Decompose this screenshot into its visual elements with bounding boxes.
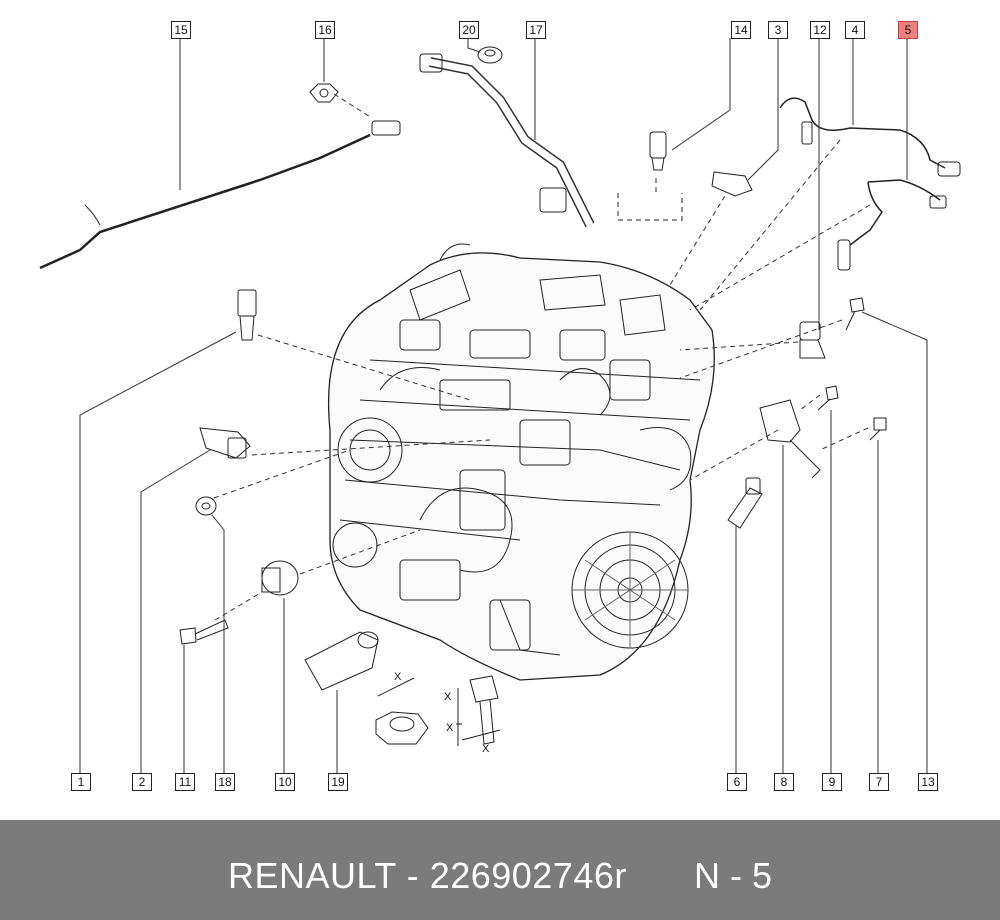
reference-label: N - 5 — [694, 855, 773, 896]
dimension-mark: X — [444, 691, 452, 703]
sensor-12 — [799, 321, 826, 359]
sensor-2 — [199, 427, 251, 459]
oxygen-sensor-5 — [837, 179, 947, 271]
callout-12[interactable]: 12 — [810, 21, 830, 39]
grommet-20 — [477, 46, 503, 64]
assembly-lines — [213, 93, 871, 621]
sensor-1 — [237, 289, 257, 341]
sensor-6 — [727, 477, 763, 529]
pressure-switch-19 — [304, 631, 379, 691]
sensor-14 — [617, 131, 683, 221]
engine-illustration — [327, 243, 715, 681]
callout-11[interactable]: 11 — [175, 773, 195, 791]
callout-20[interactable]: 20 — [459, 21, 479, 39]
dimension-mark: X — [482, 743, 490, 755]
nut-18 — [195, 496, 217, 516]
leader-lines — [79, 38, 928, 780]
bolt-13 — [845, 297, 865, 331]
callout-14[interactable]: 14 — [731, 21, 751, 39]
sensor-3 — [711, 171, 753, 197]
callout-1[interactable]: 1 — [71, 773, 91, 791]
callout-17[interactable]: 17 — [526, 21, 546, 39]
callout-3[interactable]: 3 — [768, 21, 788, 39]
callout-2[interactable]: 2 — [132, 773, 152, 791]
pipe-17 — [419, 53, 595, 228]
dimension-mark: X — [446, 722, 454, 734]
sensor-8 — [759, 399, 821, 479]
bolt-7 — [869, 417, 887, 441]
nut-16 — [309, 83, 339, 103]
callout-10[interactable]: 10 — [275, 773, 295, 791]
dimension-mark: X — [394, 671, 402, 683]
callout-6[interactable]: 6 — [727, 773, 747, 791]
callout-9[interactable]: 9 — [822, 773, 842, 791]
callout-4[interactable]: 4 — [845, 21, 865, 39]
footer-bar: RENAULT - 226902746r N - 5 — [0, 820, 1000, 920]
exhaust-temp-sensor-15 — [39, 120, 401, 270]
oxygen-sensor-4 — [779, 97, 961, 177]
callout-13[interactable]: 13 — [918, 773, 938, 791]
fastener-detail — [375, 675, 501, 746]
callout-15[interactable]: 15 — [171, 21, 191, 39]
bolt-9 — [817, 385, 839, 411]
callout-16[interactable]: 16 — [315, 21, 335, 39]
callout-5-highlighted[interactable]: 5 — [898, 21, 918, 39]
knock-sensor-10 — [261, 560, 299, 596]
callout-8[interactable]: 8 — [774, 773, 794, 791]
callout-18[interactable]: 18 — [215, 773, 235, 791]
parts-diagram: X X X X — [39, 38, 961, 780]
callout-19[interactable]: 19 — [328, 773, 348, 791]
part-number-title: RENAULT - 226902746r — [228, 855, 627, 896]
callout-7[interactable]: 7 — [869, 773, 889, 791]
bolt-11 — [179, 619, 229, 645]
